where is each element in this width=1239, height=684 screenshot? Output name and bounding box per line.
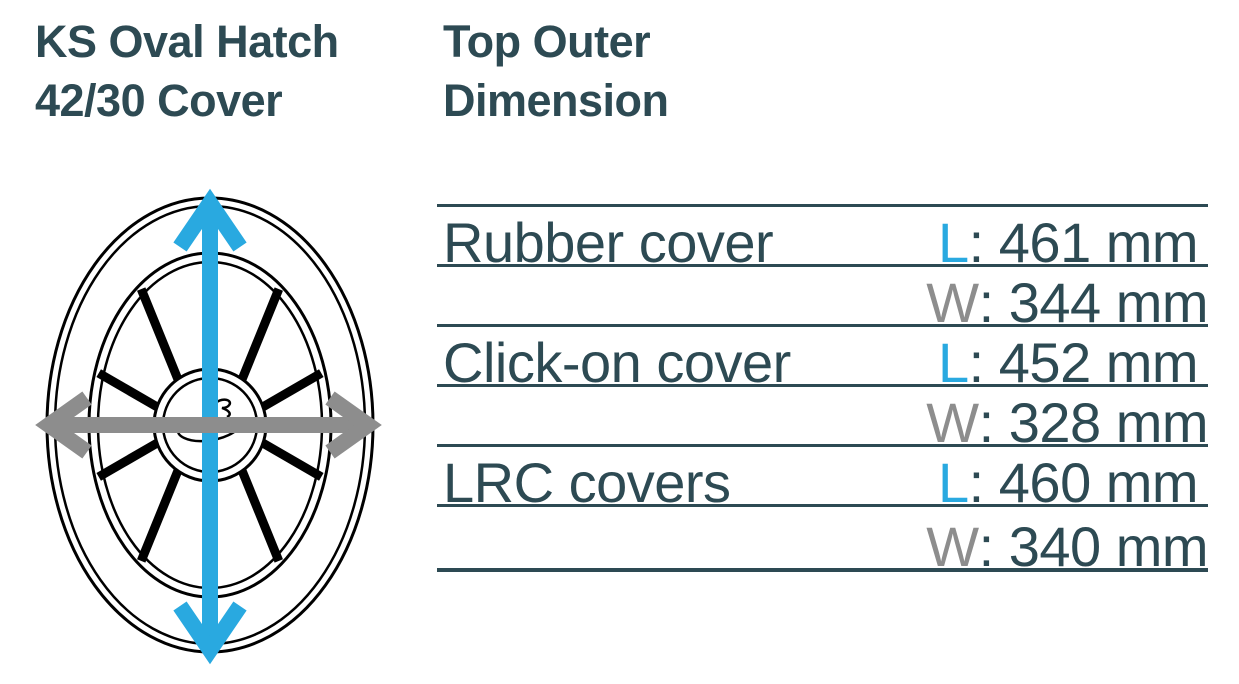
length-value: : 452 mm bbox=[968, 331, 1199, 394]
product-label: Click-on cover bbox=[443, 331, 791, 394]
dimension-value: L: 461 mm bbox=[938, 207, 1208, 271]
table-row: W: 328 mm bbox=[437, 384, 1209, 451]
product-label: LRC covers bbox=[443, 451, 731, 514]
width-prefix: W bbox=[926, 391, 979, 454]
product-label bbox=[437, 267, 926, 324]
table-row: W: 340 mm bbox=[437, 504, 1209, 575]
product-label bbox=[437, 387, 926, 444]
width-value: : 340 mm bbox=[978, 515, 1209, 578]
dimension-value: W: 328 mm bbox=[926, 387, 1208, 451]
length-prefix: L bbox=[938, 211, 969, 274]
section-heading-line1: Top Outer bbox=[443, 16, 651, 67]
dimension-table: Rubber cover L: 461 mm W: 344 mm Click-o… bbox=[437, 204, 1209, 575]
hatch-diagram bbox=[35, 188, 382, 665]
product-label: Rubber cover bbox=[443, 211, 774, 274]
width-value: : 344 mm bbox=[978, 271, 1209, 334]
length-prefix: L bbox=[938, 331, 969, 394]
length-prefix: L bbox=[938, 451, 969, 514]
width-prefix: W bbox=[926, 271, 979, 334]
product-title-line2: 42/30 Cover bbox=[35, 75, 283, 126]
dimension-value: W: 340 mm bbox=[926, 507, 1208, 575]
width-value: : 328 mm bbox=[978, 391, 1209, 454]
width-arrow bbox=[35, 391, 382, 459]
table-row: Rubber cover L: 461 mm bbox=[437, 204, 1208, 274]
table-row: Click-on cover L: 452 mm bbox=[437, 324, 1208, 394]
length-value: : 461 mm bbox=[968, 211, 1199, 274]
product-title-line1: KS Oval Hatch bbox=[35, 16, 339, 67]
table-row: LRC covers L: 460 mm bbox=[437, 444, 1208, 514]
table-row: W: 344 mm bbox=[437, 264, 1209, 331]
width-prefix: W bbox=[926, 515, 979, 578]
section-heading: Top Outer Dimension bbox=[443, 12, 669, 130]
product-title: KS Oval Hatch 42/30 Cover bbox=[35, 12, 339, 130]
dimension-value: W: 344 mm bbox=[926, 267, 1208, 331]
dimension-value: L: 460 mm bbox=[938, 447, 1208, 511]
length-value: : 460 mm bbox=[968, 451, 1199, 514]
product-label bbox=[437, 507, 926, 568]
dimension-value: L: 452 mm bbox=[938, 327, 1208, 391]
section-heading-line2: Dimension bbox=[443, 75, 669, 126]
